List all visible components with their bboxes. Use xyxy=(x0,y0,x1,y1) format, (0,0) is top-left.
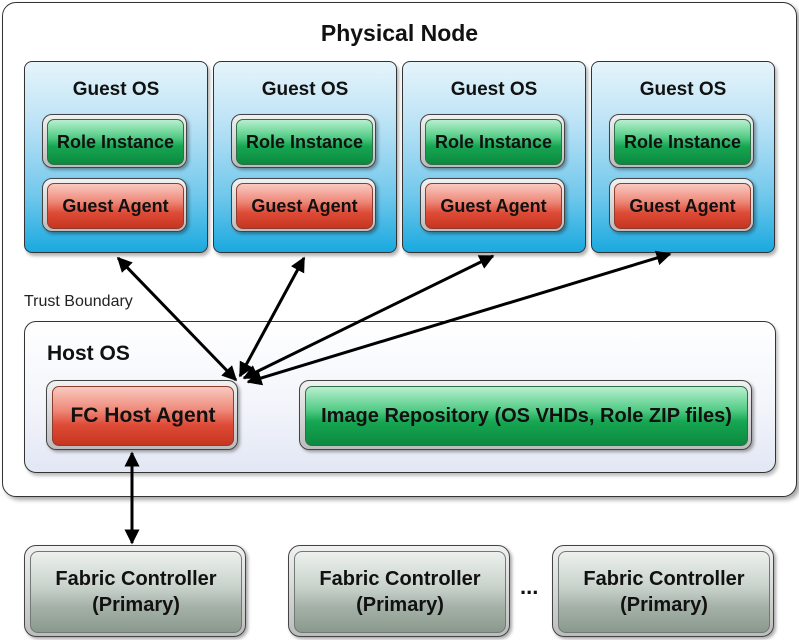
role-instance-label: Role Instance xyxy=(47,119,184,165)
fabric-controller-name: Fabric Controller xyxy=(319,568,481,590)
guest-agent-label: Guest Agent xyxy=(425,183,562,229)
guest-os-3: Guest OS Role Instance Guest Agent xyxy=(402,61,586,253)
guest-agent-label: Guest Agent xyxy=(614,183,751,229)
fabric-controller-name: Fabric Controller xyxy=(583,568,745,590)
fabric-controller-2: Fabric Controller (Primary) xyxy=(288,545,510,637)
role-instance-label: Role Instance xyxy=(614,119,751,165)
guest-agent-label: Guest Agent xyxy=(236,183,373,229)
role-instance-label: Role Instance xyxy=(236,119,373,165)
guest-agent: Guest Agent xyxy=(609,178,754,232)
ellipsis: ... xyxy=(520,574,539,599)
guest-os-title: Guest OS xyxy=(261,79,349,100)
role-instance: Role Instance xyxy=(42,114,187,168)
fabric-controller-role: (Primary) xyxy=(620,594,708,616)
guest-agent: Guest Agent xyxy=(42,178,187,232)
guest-os-title: Guest OS xyxy=(72,79,160,100)
role-instance: Role Instance xyxy=(609,114,754,168)
guest-os-title: Guest OS xyxy=(450,79,538,100)
guest-agent: Guest Agent xyxy=(420,178,565,232)
arrow-guest3-to-host xyxy=(242,254,495,380)
host-os-title: Host OS xyxy=(47,342,130,365)
guest-os-1: Guest OS Role Instance Guest Agent xyxy=(24,61,208,253)
image-repository-label: Image Repository (OS VHDs, Role ZIP file… xyxy=(305,386,748,446)
fabric-controller-role: (Primary) xyxy=(356,594,444,616)
guest-os-title: Guest OS xyxy=(639,79,727,100)
physical-node-title: Physical Node xyxy=(320,20,479,46)
role-instance-label: Role Instance xyxy=(425,119,562,165)
role-instance: Role Instance xyxy=(231,114,376,168)
fabric-controller-name: Fabric Controller xyxy=(55,568,217,590)
fc-host-agent: FC Host Agent xyxy=(46,380,238,450)
trust-boundary-label: Trust Boundary xyxy=(24,293,133,310)
arrow-guest4-to-host xyxy=(246,250,672,386)
fabric-controller-1: Fabric Controller (Primary) xyxy=(24,545,246,637)
guest-os-4: Guest OS Role Instance Guest Agent xyxy=(591,61,775,253)
image-repository: Image Repository (OS VHDs, Role ZIP file… xyxy=(299,380,752,450)
guest-agent-label: Guest Agent xyxy=(47,183,184,229)
arrow-guest2-to-host xyxy=(238,256,306,378)
role-instance: Role Instance xyxy=(420,114,565,168)
fabric-controller-3: Fabric Controller (Primary) xyxy=(552,545,774,637)
guest-agent: Guest Agent xyxy=(231,178,376,232)
fabric-controller-role: (Primary) xyxy=(92,594,180,616)
fc-host-agent-label: FC Host Agent xyxy=(52,386,234,446)
arrow-guest1-to-host xyxy=(116,256,238,382)
